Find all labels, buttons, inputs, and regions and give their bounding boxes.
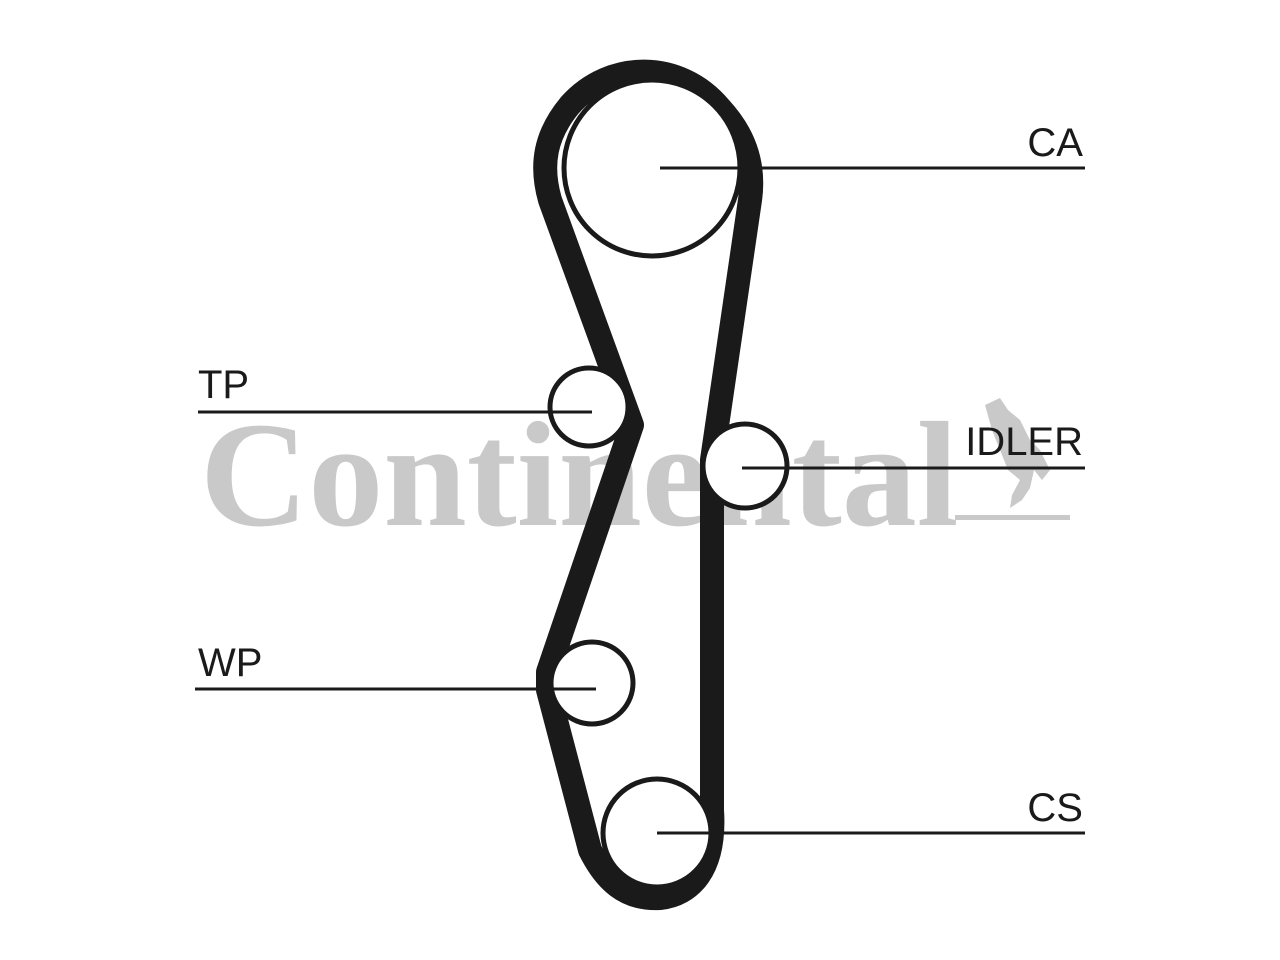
label-ca: CA <box>1027 121 1083 165</box>
belt-outer-path <box>533 59 764 911</box>
water-pump-pulley <box>548 639 636 727</box>
label-wp: WP <box>198 641 262 685</box>
idler-pulley <box>700 421 790 511</box>
label-tp: TP <box>198 363 249 407</box>
tensioner-pulley <box>547 365 631 449</box>
labels: CA TP IDLER WP CS <box>198 121 1083 830</box>
timing-belt <box>533 59 764 911</box>
label-idler: IDLER <box>965 420 1083 464</box>
pulleys <box>547 77 790 890</box>
horse-logo-icon <box>955 398 1070 520</box>
leader-lines <box>195 166 1085 835</box>
label-cs: CS <box>1027 786 1083 830</box>
